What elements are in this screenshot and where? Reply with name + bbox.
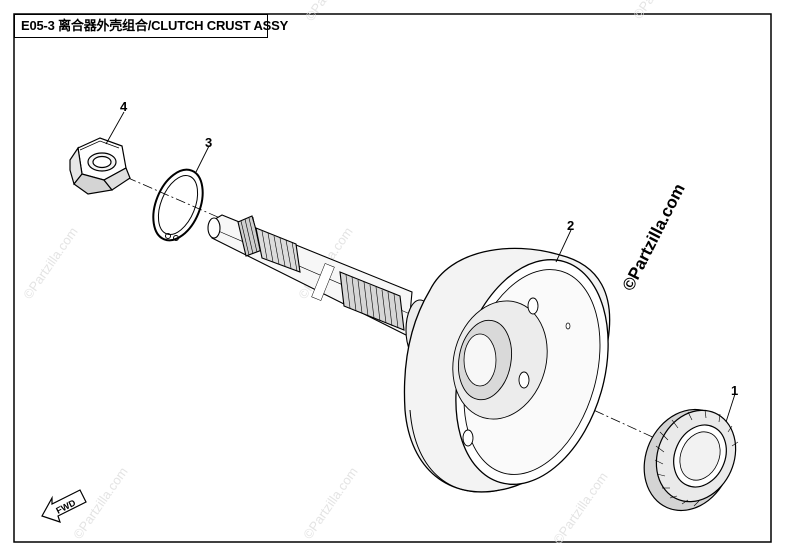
clutch-shaft — [207, 214, 437, 361]
callout-number: 3 — [205, 135, 212, 150]
hex-nut-part — [69, 137, 131, 195]
diagram-title: E05-3 离合器外壳组合/CLUTCH CRUST ASSY — [14, 14, 288, 38]
callout-number: 1 — [731, 383, 738, 398]
callout-number: 2 — [567, 218, 574, 233]
one-way-bearing-part — [643, 408, 739, 512]
leader-lines — [105, 111, 736, 423]
partzilla-watermark: ©Partzilla.com — [619, 181, 689, 294]
callout-number: 4 — [120, 99, 128, 114]
faint-watermark: ©Partzilla.com — [302, 0, 362, 24]
faint-watermark: ©Partzilla.com — [630, 0, 690, 22]
faint-watermark: ©Partzilla.com — [20, 224, 80, 301]
clutch-housing-part — [403, 247, 611, 493]
faint-watermark: ©Partzilla.com — [550, 469, 610, 546]
fwd-arrow: FWD — [41, 489, 87, 523]
circlip-part — [152, 168, 204, 242]
diagram-frame — [13, 13, 772, 543]
faint-watermark: ©Partzilla.com — [300, 464, 360, 541]
